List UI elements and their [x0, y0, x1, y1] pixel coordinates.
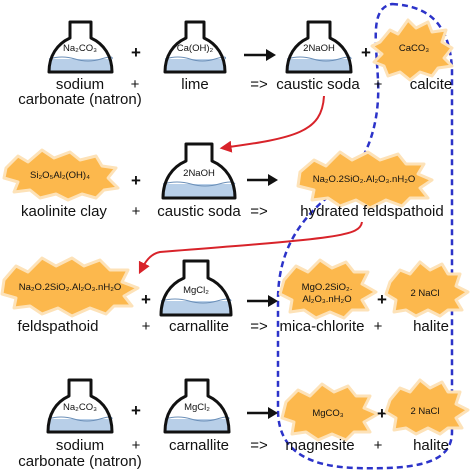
label-halite: halite [413, 318, 449, 335]
reaction-arrow-icon [247, 407, 278, 419]
link-arrow-row1-to-row2 [219, 95, 325, 153]
plus-operator: + [141, 290, 151, 309]
plus-label-operator: + [132, 203, 141, 220]
label-magnesite: magnesite [285, 437, 354, 454]
yields-operator: => [250, 76, 268, 93]
flask-icon [285, 20, 353, 74]
yields-operator: => [250, 203, 268, 220]
mineral-blob-icon [296, 150, 434, 210]
flask-icon [163, 378, 231, 434]
plus-label-operator: + [142, 318, 151, 335]
label-hydrated-feldspathoid: hydrated feldspathoid [300, 203, 443, 220]
plus-operator: + [131, 43, 141, 62]
flask-icon [161, 142, 237, 200]
flask-icon [46, 378, 114, 434]
formula-feldspathoid: Na₂O.2SiO₂.Al₂O₃.nH₂O [19, 282, 122, 293]
flask-icon [159, 259, 233, 317]
formula-hydrated-feldspathoid: Na₂O.2SiO₂.Al₂O₃.nH₂O [313, 174, 416, 185]
label-carbonate-natron: carbonate (natron) [18, 453, 141, 470]
reaction-arrow-icon [244, 49, 276, 61]
flask-icon [163, 20, 227, 74]
reaction-arrow-icon [247, 295, 278, 307]
label-caustic-soda: caustic soda [157, 203, 241, 220]
mineral-blob-icon [2, 148, 120, 202]
label-carbonate-natron: carbonate (natron) [18, 91, 141, 108]
label-carnallite: carnallite [169, 437, 229, 454]
formula-mgco3: MgCO₃ [312, 408, 343, 419]
plus-label-operator: + [374, 76, 383, 93]
plus-label-operator: + [374, 318, 383, 335]
formula-na2co3: Na₂CO₃ [63, 402, 97, 413]
plus-label-operator: + [132, 437, 141, 454]
plus-label-operator: + [131, 76, 140, 93]
label-feldspathoid: feldspathoid [18, 318, 99, 335]
label-carnallite: carnallite [169, 318, 229, 335]
formula-mica-chlorite-line1: MgO.2SiO₂. [302, 282, 353, 293]
formula-caco3: CaCO₃ [399, 43, 429, 54]
plus-operator: + [131, 171, 141, 190]
formula-nacl: 2 NaCl [410, 288, 439, 299]
mineral-blob-icon [384, 260, 470, 318]
plus-operator: + [361, 43, 371, 62]
label-kaolinite-clay: kaolinite clay [21, 203, 107, 220]
label-calcite: calcite [410, 76, 453, 93]
mineral-blob-icon [278, 258, 378, 320]
formula-mgcl2: MgCl₂ [184, 402, 210, 413]
formula-nacl: 2 NaCl [410, 406, 439, 417]
mineral-blob-icon [280, 382, 380, 442]
mineral-blob-icon [370, 18, 454, 82]
flask-icon [47, 20, 114, 74]
formula-2naoh: 2NaOH [303, 43, 335, 54]
link-arrow-row2-to-row3 [138, 221, 363, 275]
mineral-blob-icon [0, 256, 140, 318]
plus-operator: + [377, 290, 387, 309]
label-mica-chlorite: mica-chlorite [279, 318, 364, 335]
plus-label-operator: + [374, 437, 383, 454]
formula-mica-chlorite-line2: Al₂O₃.nH₂O [302, 294, 351, 305]
yields-operator: => [250, 318, 268, 335]
label-halite: halite [413, 437, 449, 454]
formula-caoh2: Ca(OH)₂ [177, 43, 214, 54]
formula-kaolinite: Si₂O₅Al₂(OH)₄ [30, 170, 90, 181]
label-sodium: sodium [56, 437, 104, 454]
label-lime: lime [181, 76, 209, 93]
mineral-blob-icon [384, 378, 470, 436]
formula-mgcl2: MgCl₂ [183, 285, 209, 296]
label-caustic-soda: caustic soda [276, 76, 360, 93]
label-sodium: sodium [56, 76, 104, 93]
yields-operator: => [250, 437, 268, 454]
plus-operator: + [131, 401, 141, 420]
reaction-arrow-icon [247, 174, 278, 186]
formula-na2co3: Na₂CO₃ [63, 43, 97, 54]
plus-operator: + [377, 404, 387, 423]
formula-2naoh: 2NaOH [183, 168, 215, 179]
